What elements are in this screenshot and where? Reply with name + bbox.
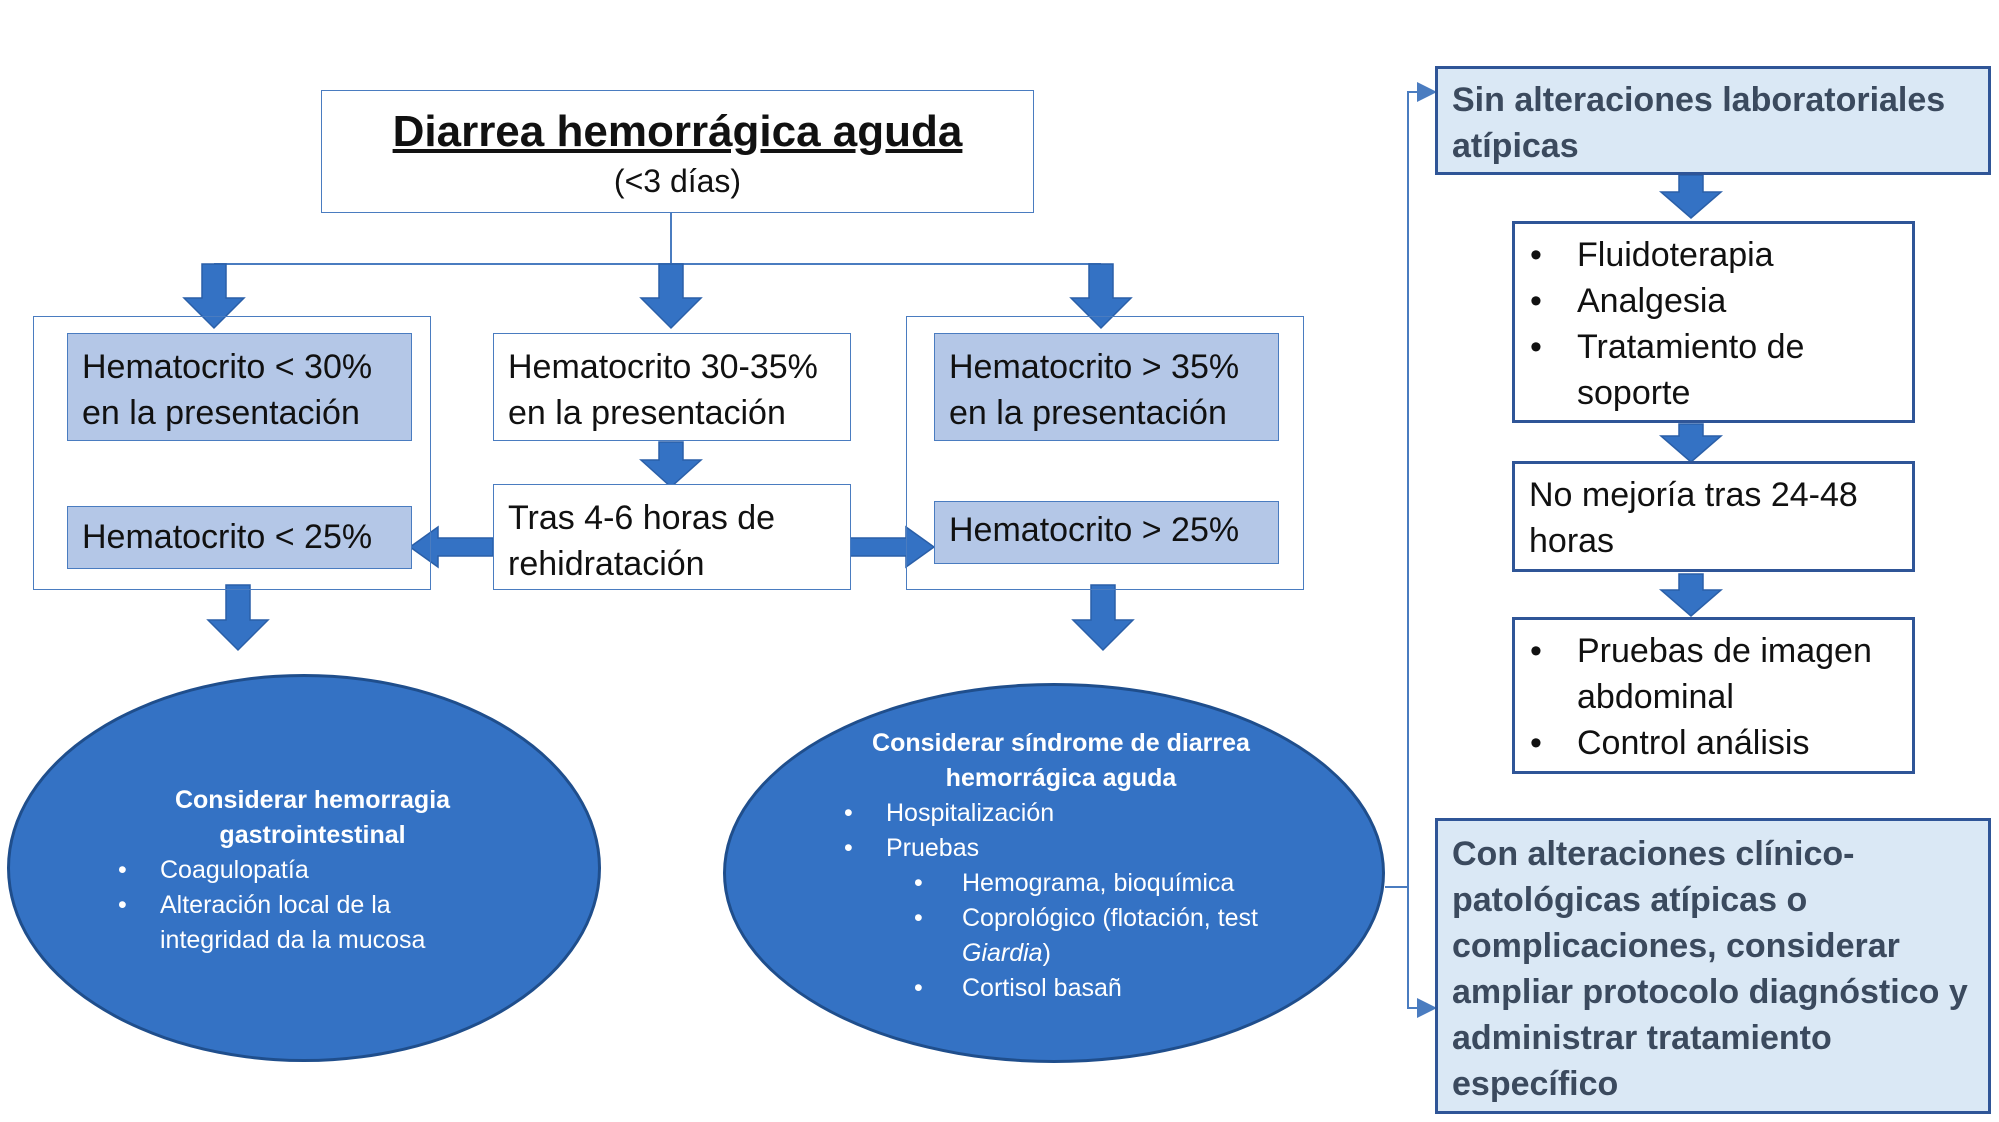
hct-under-25-box: Hematocrito < 25% (67, 506, 412, 569)
connector-to-no-alt (1385, 82, 1437, 888)
down-arrow-left-top (182, 263, 246, 330)
list-item-fluid: Fluidoterapia (1530, 232, 1898, 278)
treatment-box: Fluidoterapia Analgesia Tratamiento de s… (1512, 221, 1915, 423)
root-box: Diarrea hemorrágica aguda (<3 días) (321, 90, 1034, 213)
down-arrow-branch-2 (1658, 423, 1724, 463)
giardia-text: Giardia (962, 939, 1043, 967)
left-group-frame (33, 316, 431, 590)
list-item-control: Control análisis (1530, 720, 1898, 766)
down-arrow-branch-1 (1658, 174, 1724, 219)
list-item-support: Tratamiento de soporte (1530, 324, 1898, 416)
hct-over-35-box: Hematocrito > 35% en la presentación (934, 333, 1279, 441)
connector-to-with-alt (1407, 887, 1437, 1018)
gi-hemorrhage-ellipse: Considerar hemorragia gastrointestinal C… (7, 674, 601, 1062)
down-arrow-right-top (1069, 263, 1133, 330)
no-improvement-box: No mejoría tras 24-48 horas (1512, 461, 1915, 572)
rehydration-box: Tras 4-6 horas de rehidratación (493, 484, 851, 590)
root-title: Diarrea hemorrágica aguda (392, 107, 963, 156)
with-alterations-box: Con alteraciones clínico-patológicas atí… (1435, 818, 1991, 1114)
list-item-cortisol: Cortisol basañ (914, 971, 1292, 1006)
list-item-coagulopathy: Coagulopatía (118, 853, 480, 888)
list-item-hospitalization: Hospitalización (844, 796, 1336, 831)
list-item-analgesia: Analgesia (1530, 278, 1898, 324)
list-item-tests: Pruebas (844, 831, 1336, 866)
coprology-text: Coprológico (flotación, test (962, 904, 1258, 932)
right-group-frame (906, 316, 1304, 590)
no-alterations-box: Sin alteraciones laboratoriales atípicas (1435, 66, 1991, 175)
list-item-bloodwork: Hemograma, bioquímica (914, 866, 1292, 901)
list-item-coprology: Coprológico (flotación, test Giardia) (914, 901, 1292, 971)
hct-over-25-box: Hematocrito > 25% (934, 501, 1279, 564)
hct-under-30-box: Hematocrito < 30% en la presentación (67, 333, 412, 441)
gi-hemorrhage-title: Considerar hemorragia gastrointestinal (174, 786, 451, 849)
hct-30-35-box: Hematocrito 30-35% en la presentación (493, 333, 851, 441)
down-arrow-left-bottom (206, 584, 270, 652)
ahds-title: Considerar síndrome de diarrea hemorrági… (872, 729, 1250, 792)
list-item-mucosa: Alteración local de la integridad da la … (118, 888, 480, 958)
ahds-ellipse: Considerar síndrome de diarrea hemorrági… (723, 683, 1385, 1063)
down-arrow-right-bottom (1071, 584, 1135, 652)
coprology-close: ) (1042, 939, 1051, 967)
down-arrow-center-top (639, 263, 703, 330)
root-subtitle: (<3 días) (613, 163, 742, 199)
down-arrow-branch-3 (1658, 573, 1724, 617)
list-item-imaging: Pruebas de imagen abdominal (1530, 628, 1898, 720)
down-arrow-center-mid (639, 441, 703, 489)
imaging-box: Pruebas de imagen abdominal Control anál… (1512, 617, 1915, 774)
